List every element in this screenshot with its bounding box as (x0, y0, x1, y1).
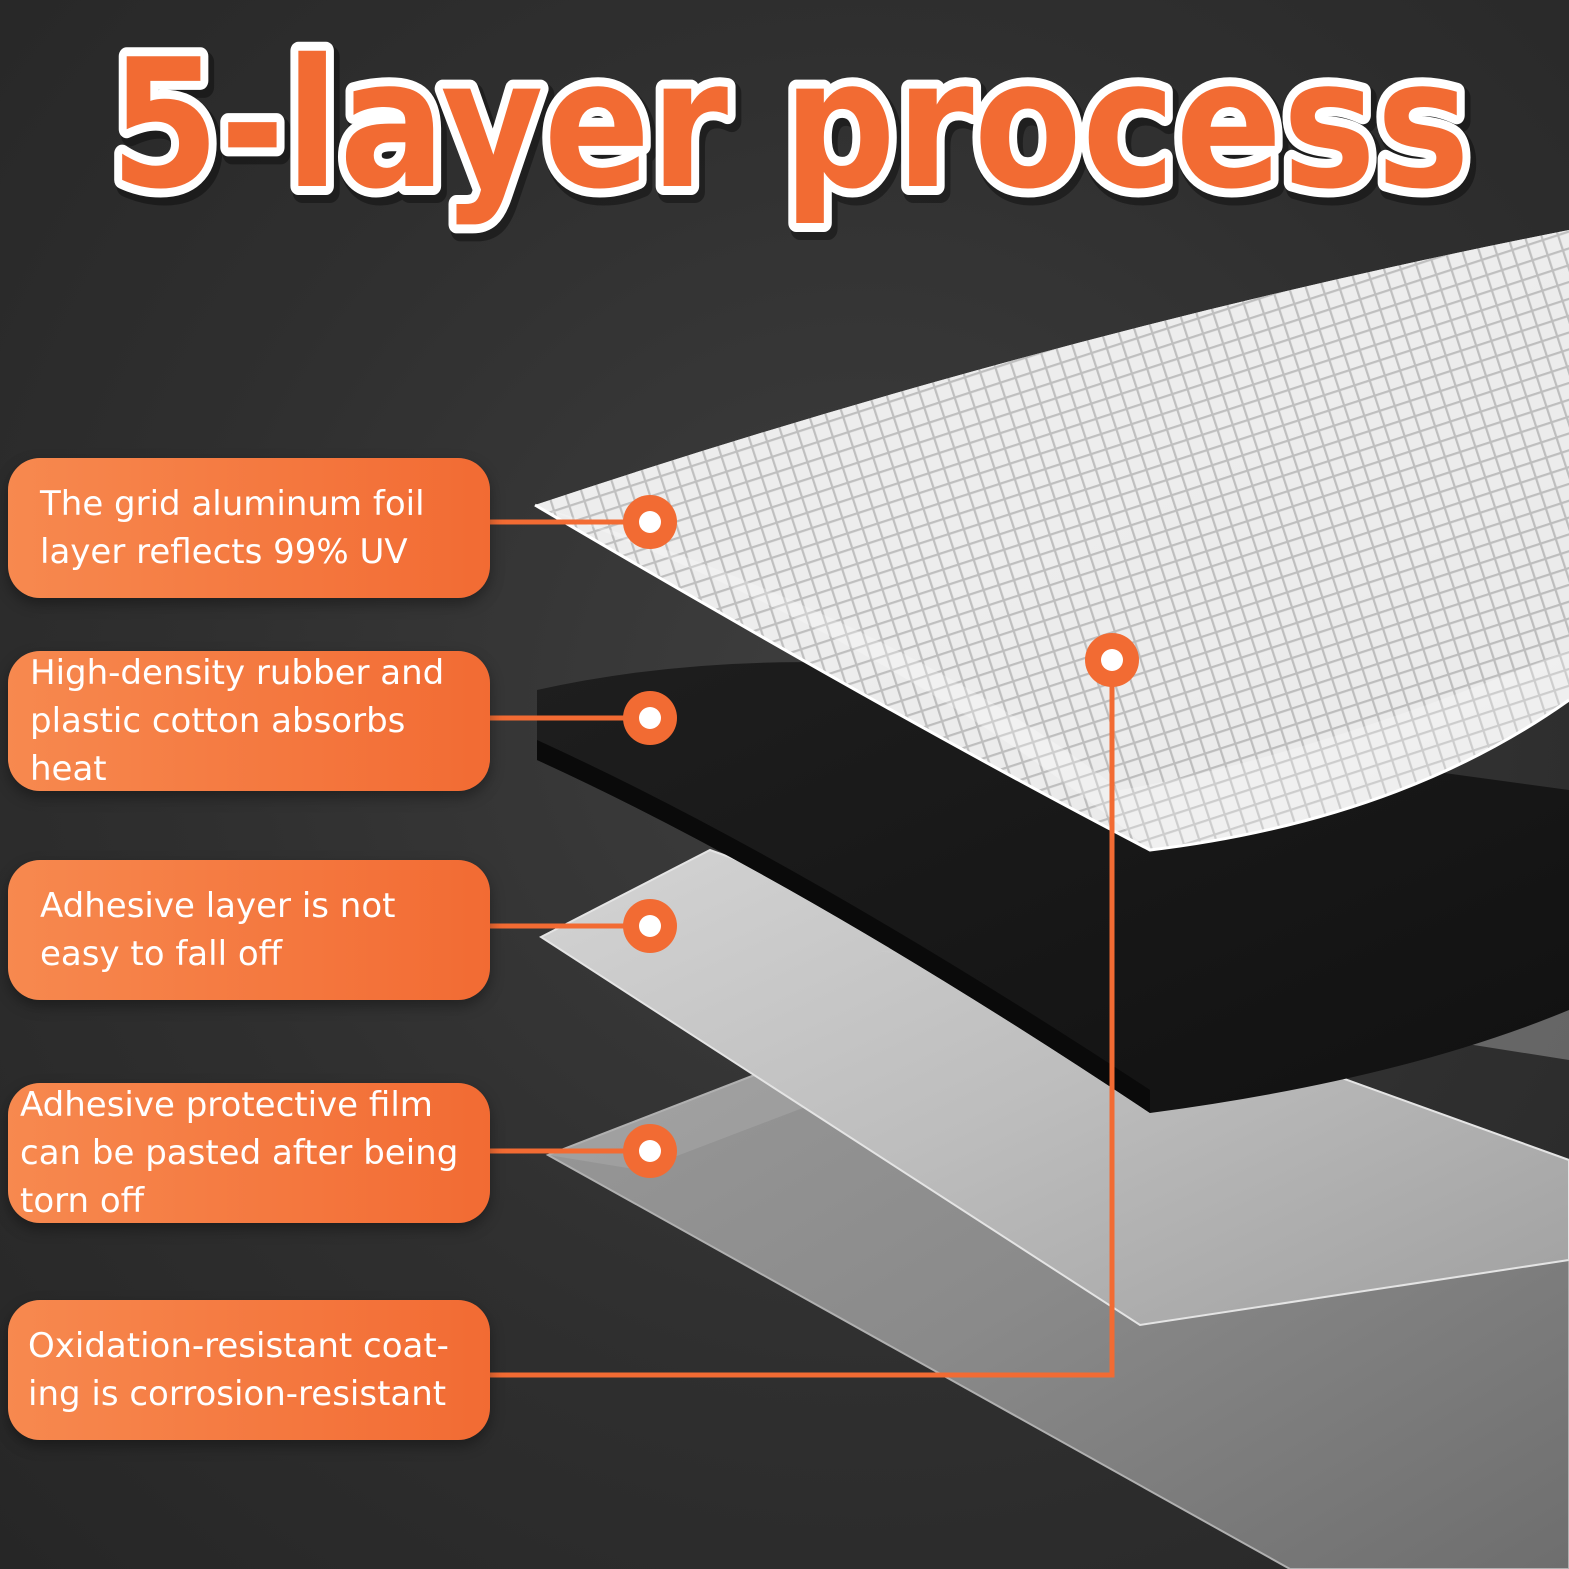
callout-film-text: Adhesive protective film can be pasted a… (20, 1085, 459, 1221)
page-title-shadow: 5-layer process (114, 40, 1474, 234)
page-title-outline: 5-layer process (110, 40, 1470, 228)
connector-dot-2 (623, 691, 677, 745)
callout-foam-layer: High-density rubber and plastic cotton a… (8, 651, 490, 791)
page-title: 5-layer process (110, 40, 1470, 228)
callout-adhesive-text: Adhesive layer is not easy to fall off (40, 886, 396, 974)
callout-coating-text: Oxidation-resistant coat-ing is corrosio… (28, 1326, 449, 1414)
film-layer (539, 848, 1569, 1327)
connector-dot-3 (623, 899, 677, 953)
foam-edge (537, 740, 1150, 1113)
callout-foil-layer: The grid aluminum foil layer reflects 99… (8, 458, 490, 598)
callout-film-layer: Adhesive protective film can be pasted a… (8, 1083, 490, 1223)
foil-shine (535, 505, 1569, 850)
callout-coating-layer: Oxidation-resistant coat-ing is corrosio… (8, 1300, 490, 1440)
title-banner: 5-layer process 5-layer process 5-layer … (101, 40, 1485, 245)
callout-foam-text: High-density rubber and plastic cotton a… (30, 653, 445, 789)
callout-foil-text: The grid aluminum foil layer reflects 99… (40, 484, 425, 572)
connector-dot-1 (623, 495, 677, 549)
callout-adhesive-layer: Adhesive layer is not easy to fall off (8, 860, 490, 1000)
connector-dots (623, 495, 1139, 1178)
connector-dot-4 (623, 1124, 677, 1178)
foil-edge (534, 503, 1569, 852)
connector-dot-5 (1085, 633, 1139, 687)
connector-line-5 (490, 660, 1115, 1378)
